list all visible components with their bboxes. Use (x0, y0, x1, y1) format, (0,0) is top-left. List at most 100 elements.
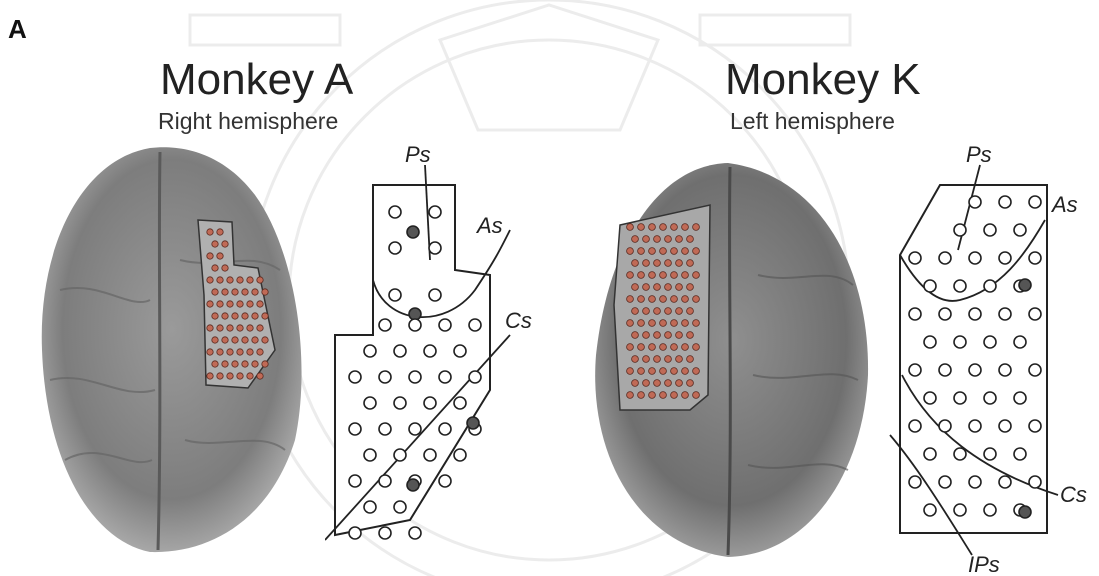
recording-site (682, 272, 689, 279)
electrode-contact (924, 280, 936, 292)
electrode-contact (1014, 392, 1026, 404)
recording-site (660, 224, 667, 231)
recording-site (212, 265, 218, 271)
recording-site (232, 289, 238, 295)
recording-site (682, 392, 689, 399)
recording-site (632, 260, 639, 267)
recording-site (660, 392, 667, 399)
recording-site (693, 320, 700, 327)
recording-site (207, 325, 213, 331)
recording-site (227, 325, 233, 331)
recording-site (671, 272, 678, 279)
recording-site (649, 368, 656, 375)
recording-site (649, 296, 656, 303)
recording-site (676, 356, 683, 363)
electrode-contact (469, 319, 481, 331)
recording-site (693, 248, 700, 255)
recording-site (693, 368, 700, 375)
recording-site (222, 361, 228, 367)
recording-site (649, 224, 656, 231)
electrode-contact (439, 319, 451, 331)
electrode-contact (379, 371, 391, 383)
electrode-contact (999, 364, 1011, 376)
recording-site (682, 368, 689, 375)
recording-site (693, 224, 700, 231)
recording-site (632, 356, 639, 363)
recording-site (262, 289, 268, 295)
sulcus-label-ps-k: Ps (966, 142, 992, 167)
recording-site (222, 289, 228, 295)
electrode-contact (409, 423, 421, 435)
recording-site (252, 289, 258, 295)
recording-site (257, 301, 263, 307)
recording-site (217, 277, 223, 283)
electrode-contact-marked (407, 479, 419, 491)
recording-site (217, 349, 223, 355)
recording-site (687, 284, 694, 291)
monkey-a-hemisphere: Right hemisphere (158, 110, 338, 133)
recording-site (627, 344, 634, 351)
recording-site (262, 337, 268, 343)
recording-site (643, 284, 650, 291)
recording-site (638, 320, 645, 327)
recording-site (654, 332, 661, 339)
recording-site (222, 313, 228, 319)
recording-site (252, 313, 258, 319)
recording-site (671, 224, 678, 231)
recording-site (687, 236, 694, 243)
electrode-schematic-k: Ps As Cs IPs (880, 140, 1095, 576)
recording-site (665, 308, 672, 315)
recording-site (676, 332, 683, 339)
recording-site (682, 224, 689, 231)
electrode-contact (349, 527, 361, 539)
monkey-a-title: Monkey A (160, 58, 353, 102)
recording-site (676, 284, 683, 291)
electrode-contact (364, 397, 376, 409)
recording-site (665, 260, 672, 267)
electrode-contact (939, 364, 951, 376)
electrode-contact (939, 252, 951, 264)
electrode-contact (984, 224, 996, 236)
recording-site (654, 236, 661, 243)
recording-site (627, 392, 634, 399)
electrode-contact (389, 242, 401, 254)
electrode-contact (1014, 336, 1026, 348)
sulcus-label-ips-k: IPs (968, 552, 1000, 576)
electrode-contact (1029, 476, 1041, 488)
recording-site (242, 337, 248, 343)
recording-site (207, 277, 213, 283)
recording-site (665, 380, 672, 387)
electrode-contact (954, 448, 966, 460)
electrode-contact (1029, 308, 1041, 320)
recording-site (693, 344, 700, 351)
recording-site (676, 260, 683, 267)
recording-site (252, 337, 258, 343)
recording-site (257, 373, 263, 379)
electrode-contact (429, 206, 441, 218)
recording-site (654, 356, 661, 363)
electrode-contact (349, 371, 361, 383)
electrode-contact (454, 449, 466, 461)
recording-site (687, 380, 694, 387)
recording-site (247, 277, 253, 283)
electrode-contact (939, 476, 951, 488)
electrode-contact (439, 423, 451, 435)
recording-site (257, 325, 263, 331)
electrode-contact (349, 423, 361, 435)
recording-site (237, 325, 243, 331)
electrode-contact (394, 449, 406, 461)
electrode-contact (984, 504, 996, 516)
electrode-contact-marked (407, 226, 419, 238)
recording-site (217, 229, 223, 235)
brain-a-image (20, 140, 320, 560)
electrode-contact (909, 420, 921, 432)
panel-letter: A (8, 14, 27, 45)
electrode-contact (909, 476, 921, 488)
electrode-contact (909, 252, 921, 264)
recording-site (665, 332, 672, 339)
recording-site (671, 344, 678, 351)
electrode-contact (999, 196, 1011, 208)
recording-site (212, 241, 218, 247)
recording-site (232, 313, 238, 319)
recording-site (627, 224, 634, 231)
